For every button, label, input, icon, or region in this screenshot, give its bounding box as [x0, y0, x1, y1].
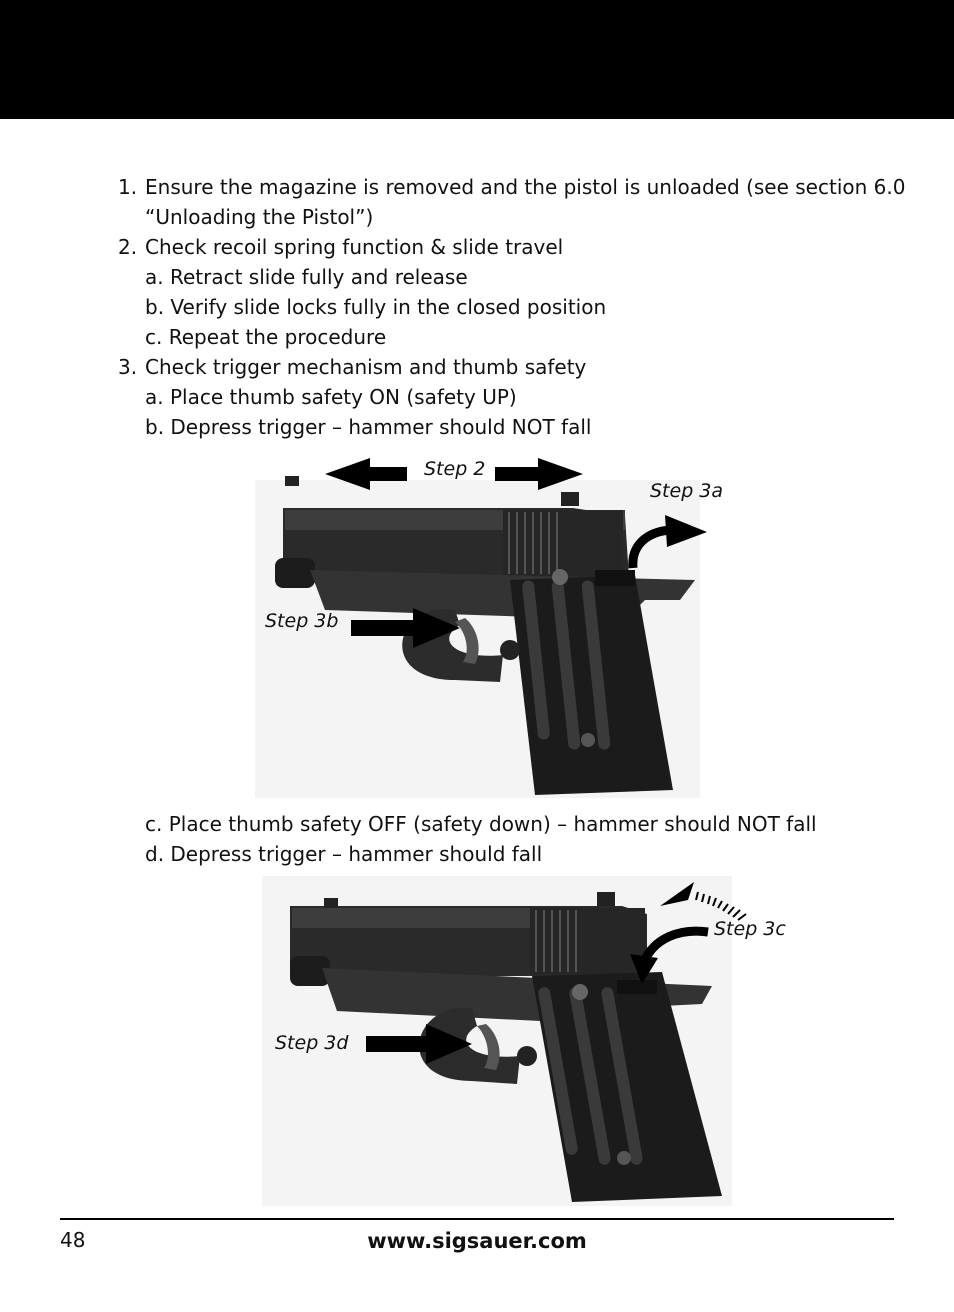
step-text: “Unloading the Pistol”) [145, 205, 374, 229]
step-line: 2. Check recoil spring function & slide t… [118, 232, 908, 262]
arrow-right-icon [495, 458, 583, 490]
arrow-up-left-icon [660, 882, 694, 906]
arrow-right-icon [351, 608, 460, 648]
arrow-right-icon [366, 1024, 472, 1064]
step-text: c. Repeat the procedure [145, 325, 387, 349]
step-text: c. Place thumb safety OFF (safety down) … [145, 812, 817, 836]
step-line: 3. Check trigger mechanism and thumb safe… [118, 352, 908, 382]
step-number: 1. [118, 175, 138, 199]
instructions-bottom: c. Place thumb safety OFF (safety down) … [118, 809, 908, 869]
step-number: 3. [118, 355, 138, 379]
step-number: 2. [118, 235, 138, 259]
step3a-label: Step 3a [650, 480, 724, 502]
step3d-label: Step 3d [275, 1032, 349, 1054]
header-bar [0, 0, 954, 119]
instructions-top: 1. Ensure the magazine is removed and the… [118, 172, 908, 442]
step-text: Check recoil spring function & slide tra… [145, 235, 564, 259]
step-text: Ensure the magazine is removed and the p… [145, 175, 906, 199]
arrow-down-curved-icon [639, 926, 709, 964]
pistol-image [290, 892, 722, 1202]
step-text: b. Verify slide locks fully in the close… [145, 295, 607, 319]
step-text: d. Depress trigger – hammer should fall [145, 842, 543, 866]
step-line: b. Depress trigger – hammer should NOT f… [118, 412, 908, 442]
step-line: b. Verify slide locks fully in the close… [118, 292, 908, 322]
step-line: a. Retract slide fully and release [118, 262, 908, 292]
step-text: b. Depress trigger – hammer should NOT f… [145, 415, 592, 439]
step-line: a. Place thumb safety ON (safety UP) [118, 382, 908, 412]
step-line: 1. Ensure the magazine is removed and the… [118, 172, 908, 202]
step-line: c. Repeat the procedure [118, 322, 908, 352]
pistol-figure-2 [262, 876, 747, 1206]
step-text: Check trigger mechanism and thumb safety [145, 355, 587, 379]
step-line: “Unloading the Pistol”) [118, 202, 908, 232]
arrow-left-icon [325, 458, 407, 490]
page-number: 48 [60, 1228, 86, 1252]
step-text: a. Place thumb safety ON (safety UP) [145, 385, 517, 409]
step-line: d. Depress trigger – hammer should fall [118, 839, 908, 869]
pistol-figure-1 [255, 458, 707, 798]
pistol-image [275, 476, 695, 795]
step3b-label: Step 3b [265, 610, 339, 632]
step-line: c. Place thumb safety OFF (safety down) … [118, 809, 908, 839]
footer-rule [60, 1218, 894, 1220]
website-link[interactable]: www.sigsauer.com [367, 1229, 587, 1253]
step-text: a. Retract slide fully and release [145, 265, 468, 289]
arrow-up-curved-icon [628, 525, 671, 569]
motion-lines [695, 891, 747, 921]
step3c-label: Step 3c [714, 918, 786, 940]
step2-label: Step 2 [424, 458, 486, 480]
